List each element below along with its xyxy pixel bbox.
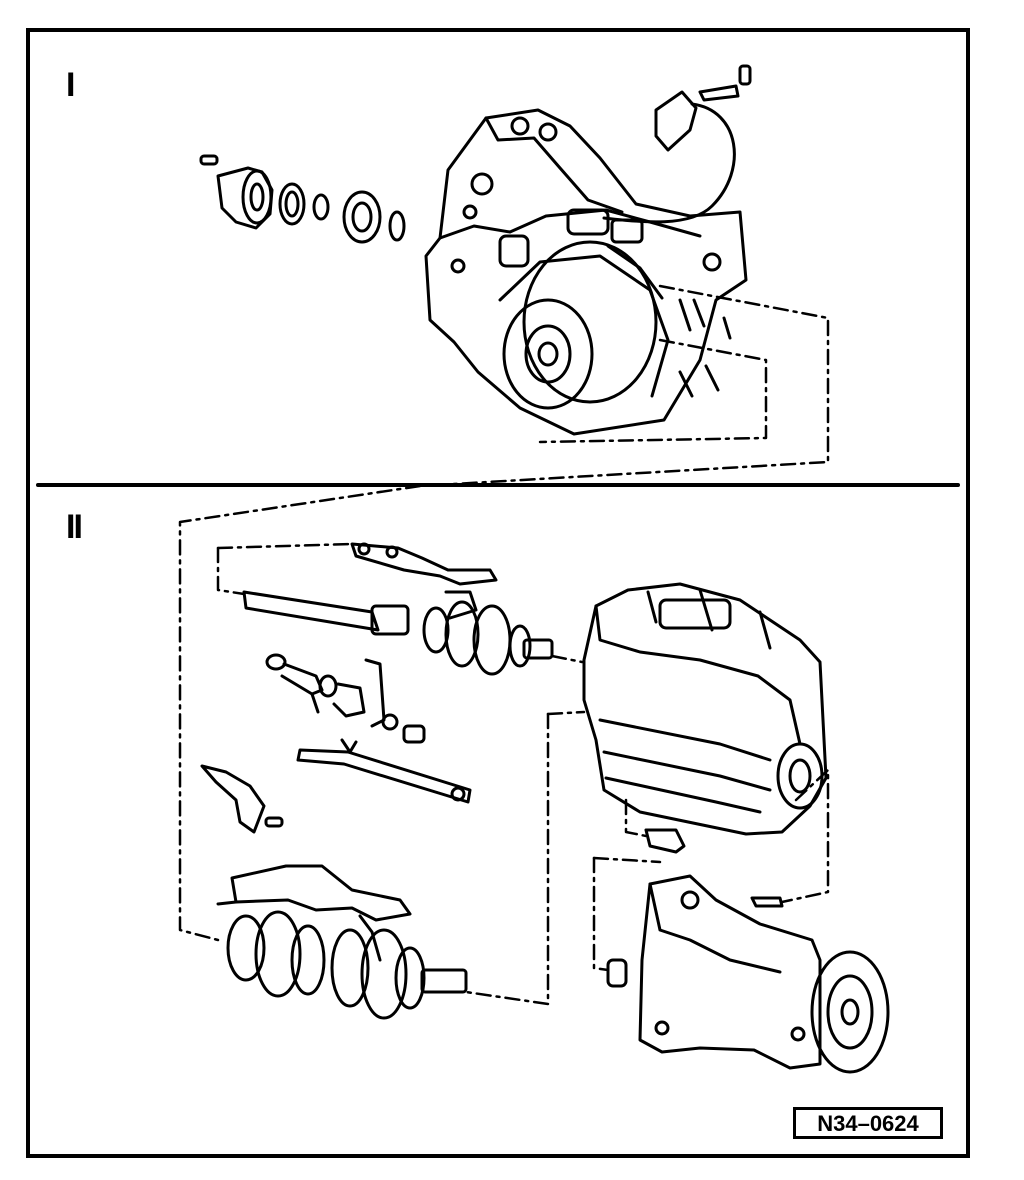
upper-flange-cover — [216, 166, 274, 230]
figure-frame — [26, 28, 970, 1158]
section-label-lower: II — [66, 508, 83, 546]
upper-small-bolt — [199, 154, 219, 166]
case-bolts — [644, 828, 784, 908]
selector-rod — [296, 738, 472, 804]
main-shaft — [242, 590, 554, 676]
gearbox-housing — [424, 108, 748, 436]
transmission-case — [582, 582, 828, 836]
rear-housing — [606, 874, 890, 1074]
shift-linkage-parts — [265, 653, 426, 744]
shift-fork-rail — [350, 542, 498, 586]
upper-seal-rings — [278, 182, 406, 244]
upper-sensor-with-cable — [602, 64, 752, 224]
section-label-upper: I — [66, 66, 76, 104]
shift-lever-small — [200, 764, 284, 834]
figure-code-box: N34–0624 — [793, 1107, 943, 1139]
output-shaft-assembly — [216, 864, 468, 1020]
assembly-guide-lines — [178, 284, 830, 1006]
